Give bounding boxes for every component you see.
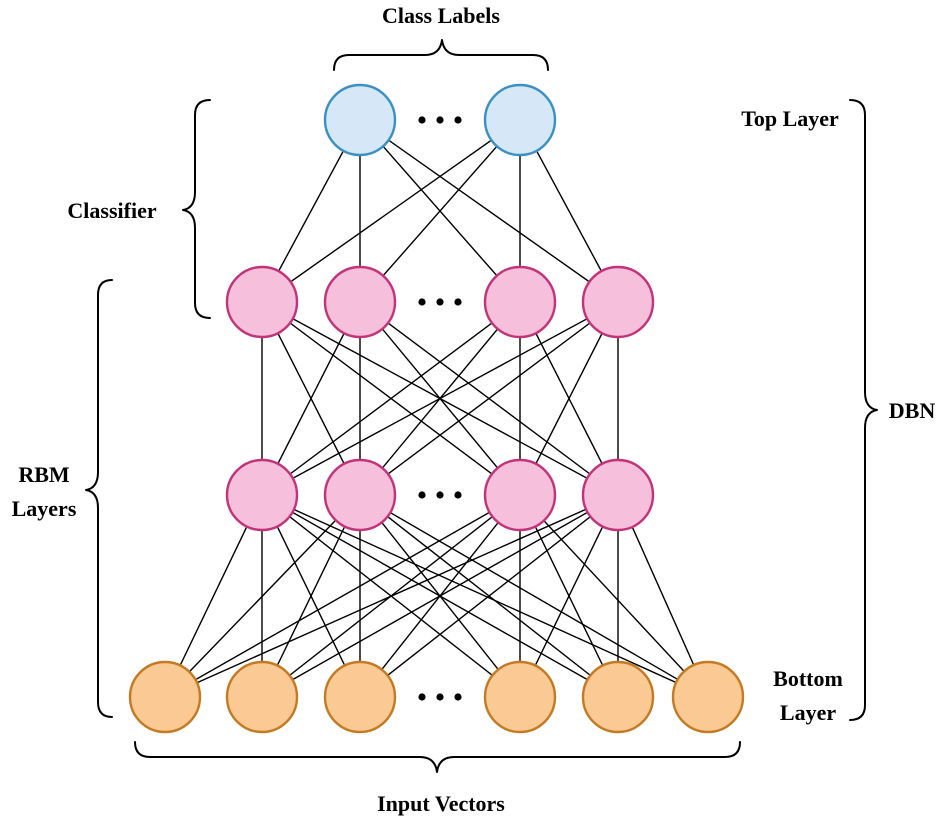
hidden-layer-2-node-2 xyxy=(323,458,397,532)
rbm-label-line2: Layers xyxy=(12,496,77,521)
class-labels-brace xyxy=(333,39,549,71)
hidden-layer-2-node-1 xyxy=(225,458,299,532)
dbn-label: DBN xyxy=(889,398,936,423)
ellipsis-input-layer xyxy=(418,693,462,701)
edge-hidden-layer-2-4-to-input-layer-6 xyxy=(617,494,709,698)
hidden-layer-2-node-4 xyxy=(581,458,655,532)
edge-hidden-layer-2-2-to-input-layer-2 xyxy=(261,494,361,698)
ellipsis-hidden-layer-1 xyxy=(418,298,462,306)
rbm-label-line1: RBM xyxy=(18,462,70,487)
edge-hidden-layer-1-3-to-hidden-layer-2-1 xyxy=(261,301,521,496)
edge-hidden-layer-2-4-to-input-layer-4 xyxy=(519,494,619,698)
bottom-layer-label-line1: Bottom xyxy=(773,666,843,691)
dbn-brace xyxy=(849,99,878,721)
class-layer-node-1 xyxy=(323,83,397,157)
hidden-layer-1-node-3 xyxy=(483,265,557,339)
input-layer-node-1 xyxy=(128,660,202,734)
hidden-layer-2-node-3 xyxy=(483,458,557,532)
rbm-layers-brace xyxy=(85,279,113,718)
edge-hidden-layer-2-2-to-input-layer-1 xyxy=(164,494,361,698)
edge-class-layer-2-to-hidden-layer-1-1 xyxy=(261,119,521,303)
hidden-layer-1-node-1 xyxy=(225,265,299,339)
ellipsis-class-layer xyxy=(418,116,462,124)
edge-hidden-layer-1-4-to-hidden-layer-2-2 xyxy=(359,301,619,496)
edge-hidden-layer-2-1-to-input-layer-1 xyxy=(164,494,263,698)
connections xyxy=(164,119,709,698)
bottom-layer-label-line2: Layer xyxy=(780,700,836,725)
input-layer-node-3 xyxy=(323,660,397,734)
classifier-brace xyxy=(182,99,211,319)
class-layer-node-2 xyxy=(483,83,557,157)
edge-hidden-layer-2-4-to-input-layer-3 xyxy=(359,494,619,698)
input-vectors-label: Input Vectors xyxy=(377,791,505,816)
edge-hidden-layer-2-3-to-input-layer-6 xyxy=(519,494,709,698)
top-layer-label: Top Layer xyxy=(741,106,839,131)
class-labels-label: Class Labels xyxy=(382,3,500,28)
classifier-label: Classifier xyxy=(67,198,156,223)
input-layer-node-2 xyxy=(225,660,299,734)
edge-hidden-layer-2-4-to-input-layer-2 xyxy=(261,494,619,698)
edge-class-layer-1-to-hidden-layer-1-4 xyxy=(359,119,619,303)
edge-hidden-layer-2-3-to-input-layer-1 xyxy=(164,494,521,698)
ellipsis-hidden-layer-2 xyxy=(418,491,462,499)
hidden-layer-1-node-4 xyxy=(581,265,655,339)
edge-class-layer-2-to-hidden-layer-1-2 xyxy=(359,119,521,303)
input-layer-node-4 xyxy=(483,660,557,734)
edge-hidden-layer-2-2-to-input-layer-6 xyxy=(359,494,709,698)
edge-hidden-layer-1-4-to-hidden-layer-2-1 xyxy=(261,301,619,496)
nodes xyxy=(128,83,745,734)
input-vectors-brace xyxy=(134,741,741,773)
input-layer-node-5 xyxy=(581,660,655,734)
edge-hidden-layer-2-1-to-input-layer-6 xyxy=(261,494,709,698)
edge-hidden-layer-2-4-to-input-layer-1 xyxy=(164,494,619,698)
input-layer-node-6 xyxy=(671,660,745,734)
hidden-layer-1-node-2 xyxy=(323,265,397,339)
